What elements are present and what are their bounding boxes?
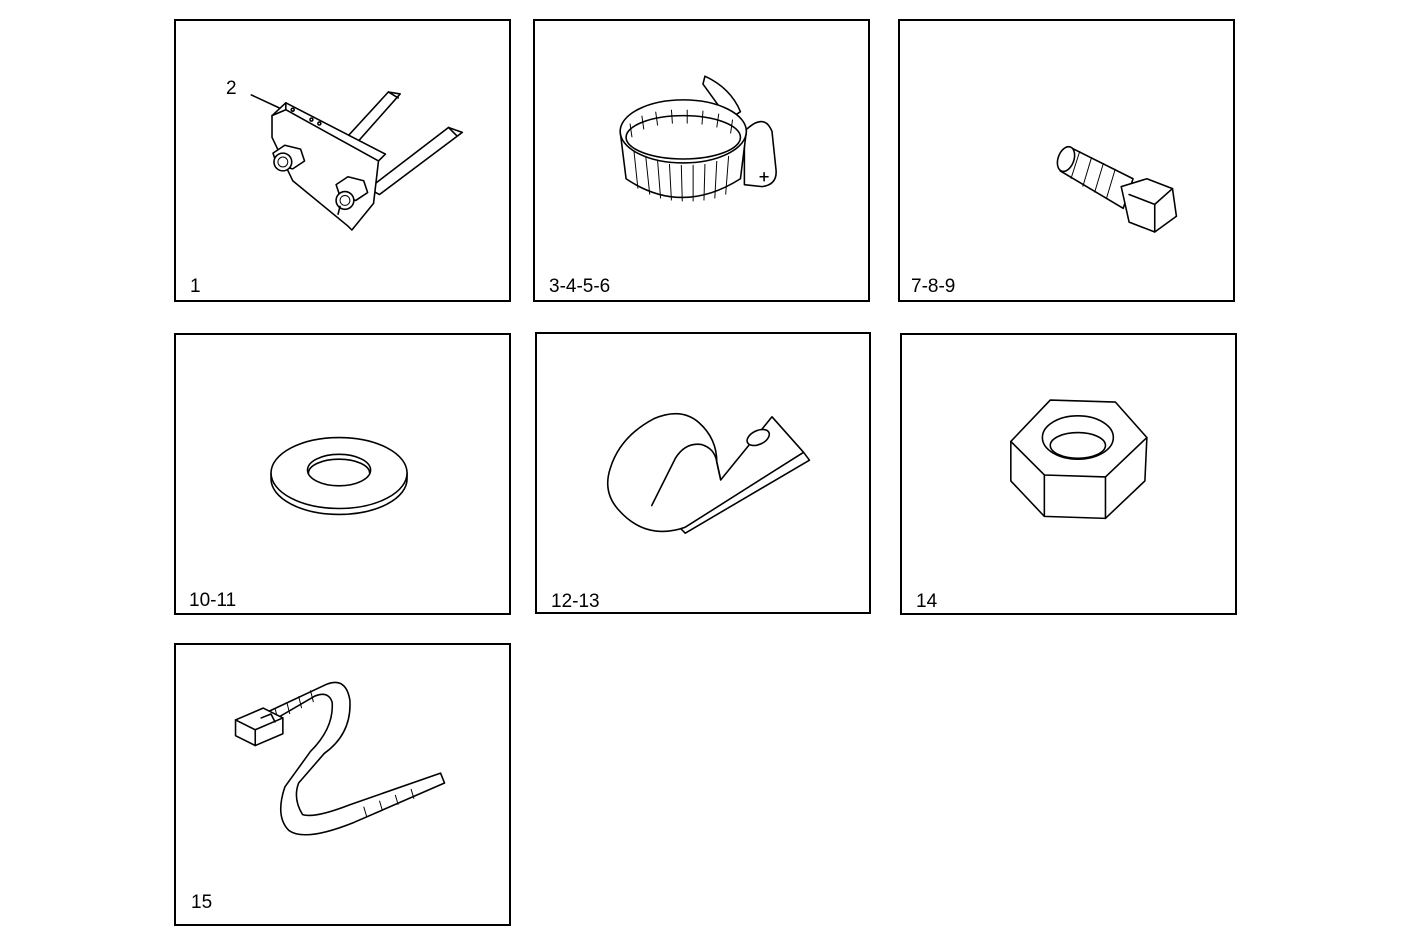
panel-label: 10-11 — [189, 590, 237, 611]
cable-tie-icon — [234, 681, 446, 836]
panel-label: 1 — [190, 276, 201, 297]
p-clip-icon — [606, 413, 811, 534]
hose-clamp-icon — [619, 75, 777, 202]
bracket-icon — [250, 91, 464, 231]
panel-flat-washer: 10-11 — [174, 333, 511, 615]
hex-bolt-icon — [1056, 145, 1178, 233]
panel-p-clip: 12-13 — [535, 332, 871, 614]
panel-hex-bolt: 7-8-9 — [898, 19, 1235, 302]
flat-washer-icon — [270, 436, 408, 516]
panel-label: 3-4-5-6 — [549, 276, 611, 297]
hex-nut-icon — [1010, 399, 1148, 520]
panel-label: 7-8-9 — [911, 276, 956, 297]
panel-hose-clamp: 3-4-5-6 — [533, 19, 870, 302]
panel-hex-nut: 14 — [900, 333, 1237, 615]
panel-label: 15 — [191, 892, 213, 913]
panel-label: 14 — [916, 591, 938, 612]
panel-cable-tie: 15 — [174, 643, 511, 926]
panel-bracket: 2 1 — [174, 19, 511, 302]
panel-label: 12-13 — [551, 591, 600, 612]
callout-label: 2 — [226, 78, 237, 99]
